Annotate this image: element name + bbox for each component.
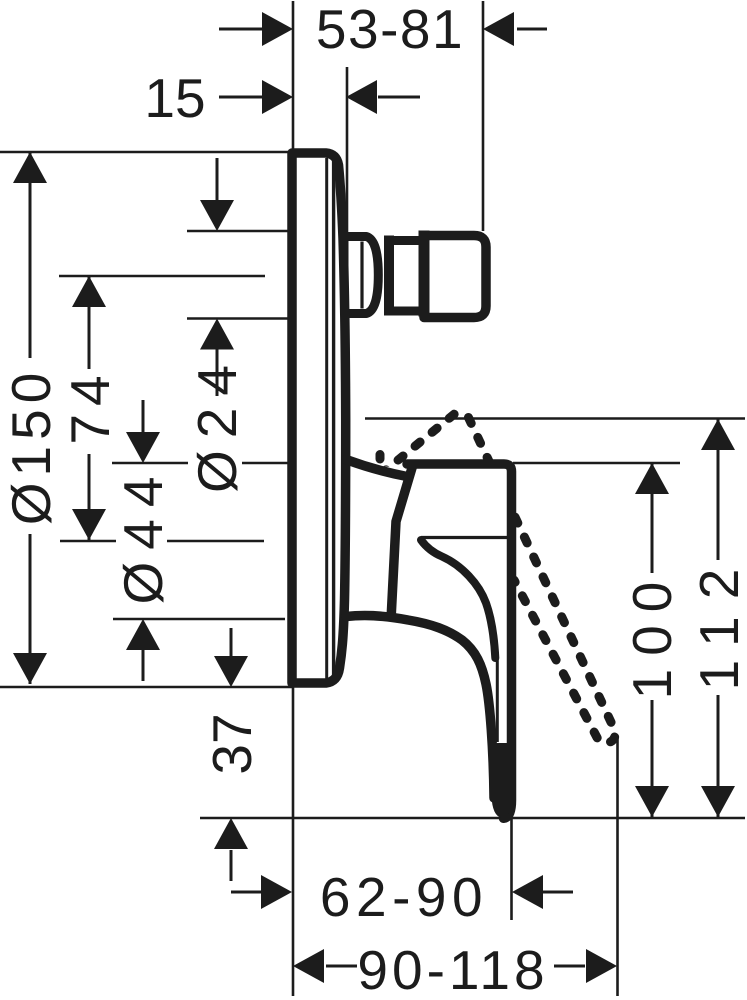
svg-text:15: 15: [144, 67, 205, 129]
svg-text:74: 74: [59, 367, 121, 444]
svg-text:Ø44: Ø44: [112, 465, 174, 605]
svg-text:100: 100: [621, 569, 683, 700]
svg-text:53-81: 53-81: [316, 0, 464, 60]
svg-text:Ø24: Ø24: [186, 353, 248, 493]
svg-text:62-90: 62-90: [320, 866, 488, 928]
svg-text:112: 112: [688, 552, 747, 691]
svg-text:Ø150: Ø150: [0, 367, 62, 526]
svg-text:37: 37: [201, 713, 263, 774]
svg-text:90-118: 90-118: [357, 939, 548, 1000]
